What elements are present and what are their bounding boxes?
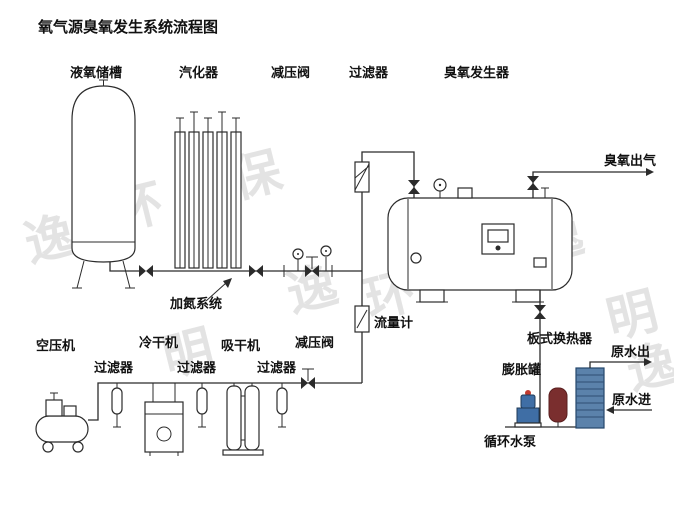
label-circulating-pump: 循环水泵 xyxy=(484,434,536,449)
watermark-char: 明 xyxy=(157,320,219,386)
raw-water-lines xyxy=(589,358,652,414)
label-plate-heat-exchanger: 板式换热器 xyxy=(527,331,593,346)
label-expansion-tank: 膨胀罐 xyxy=(501,362,541,377)
label-filter-2: 过滤器 xyxy=(177,360,217,375)
saddle-support xyxy=(515,289,541,303)
adsorption-dryer xyxy=(222,383,264,456)
pressure-gauge-icon xyxy=(410,252,422,264)
label-nitrogen-system: 加氮系统 xyxy=(169,296,222,311)
flow-arrow-icon xyxy=(606,406,614,414)
expansion-tank xyxy=(548,387,568,427)
label-raw-water-in: 原水进 xyxy=(612,392,651,407)
valve-icon xyxy=(534,305,546,319)
ozone-generator xyxy=(387,178,573,303)
label-pressure-valve-bottom: 减压阀 xyxy=(295,335,334,350)
label-liquid-oxygen-tank: 液氧储槽 xyxy=(70,65,122,80)
saddle-support xyxy=(419,289,445,303)
label-refrigerated-dryer: 冷干机 xyxy=(139,335,178,350)
circulating-pump xyxy=(514,390,542,428)
valve-icon xyxy=(527,176,539,190)
flow-arrow-icon xyxy=(646,168,654,176)
air-treatment-pipe xyxy=(88,382,362,421)
label-ozone-generator: 臭氧发生器 xyxy=(444,65,510,80)
liquid-oxygen-tank xyxy=(71,79,172,289)
main-oxygen-pipe xyxy=(244,245,362,277)
label-filter-top: 过滤器 xyxy=(349,65,389,80)
nitrogen-injection xyxy=(205,278,232,302)
gas-filter-top xyxy=(354,151,420,271)
valve-icon xyxy=(408,180,420,194)
label-raw-water-out: 原水出 xyxy=(611,344,650,359)
pump-motor xyxy=(520,394,536,409)
pressure-gauge-icon xyxy=(292,248,304,271)
label-ozone-outlet: 臭氧出气 xyxy=(604,153,656,168)
pressure-reducing-valve-icon xyxy=(301,377,315,389)
flow-arrow-icon xyxy=(223,278,232,288)
plate-heat-exchanger xyxy=(575,367,605,429)
pressure-gauge-icon xyxy=(433,178,447,198)
label-air-compressor: 空压机 xyxy=(36,338,75,353)
label-filter-1: 过滤器 xyxy=(94,360,134,375)
pressure-reducing-valve-icon xyxy=(305,265,319,277)
air-compressor xyxy=(35,392,89,453)
air-filter-3 xyxy=(276,383,288,428)
valve-icon xyxy=(139,265,153,277)
air-filter-1 xyxy=(111,383,123,428)
page-title: 氧气源臭氧发生系统流程图 xyxy=(37,18,218,36)
ozone-outlet-line xyxy=(527,168,654,198)
pump-body xyxy=(516,407,540,424)
label-adsorption-dryer: 吸干机 xyxy=(221,338,260,353)
vaporizer xyxy=(172,111,244,272)
label-pressure-valve-top: 减压阀 xyxy=(271,65,310,80)
pressure-gauge-icon xyxy=(320,245,332,271)
label-filter-3: 过滤器 xyxy=(257,360,297,375)
label-flow-meter: 流量计 xyxy=(374,315,413,330)
labels: 氧气源臭氧发生系统流程图 液氧储槽 汽化器 减压阀 过滤器 臭氧发生器 臭氧出气… xyxy=(36,18,656,449)
pressure-reducing-valve-bottom xyxy=(301,368,315,389)
label-vaporizer: 汽化器 xyxy=(179,65,219,80)
flow-meter xyxy=(354,271,370,383)
valve-icon xyxy=(249,265,263,277)
refrigerated-dryer xyxy=(144,383,184,456)
air-filter-2 xyxy=(196,383,208,428)
flow-arrow-icon xyxy=(644,358,652,366)
